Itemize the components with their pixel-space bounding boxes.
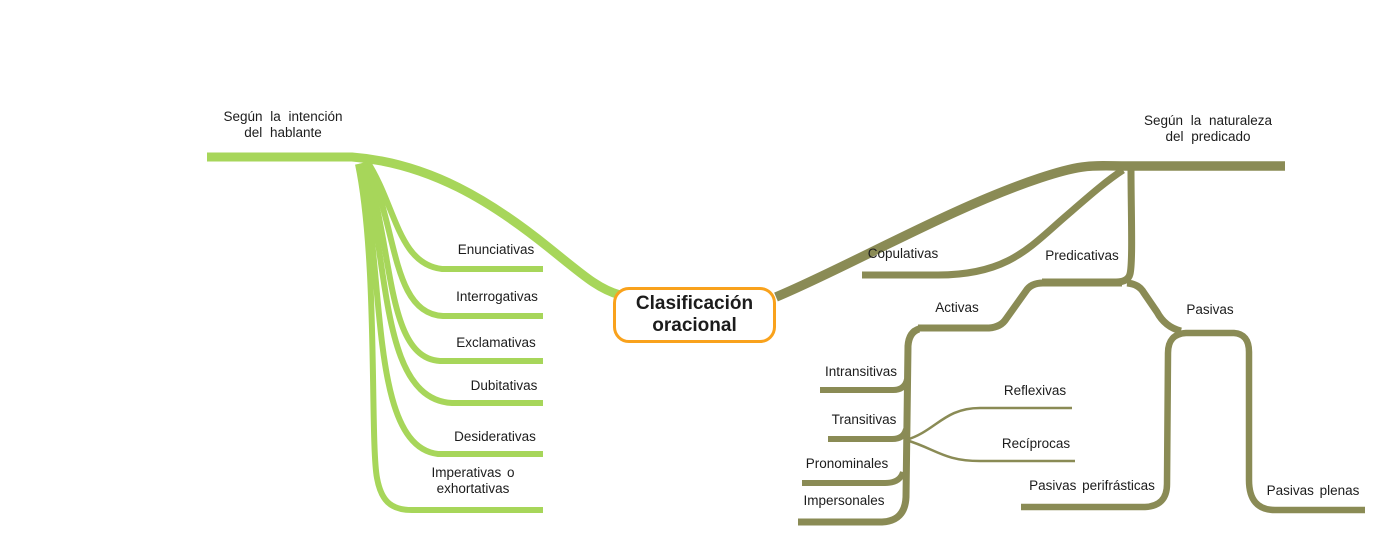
central-node-title-line1: Clasificación: [635, 293, 754, 314]
central-node: Clasificación oracional: [613, 287, 776, 343]
branch-dubitativas: [359, 162, 543, 406]
label-intransitivas: Intransitivas: [824, 364, 898, 379]
label-reflexivas: Reflexivas: [1003, 383, 1067, 398]
branch-transitivas: [828, 428, 909, 442]
label-reciprocas: Recíprocas: [1001, 436, 1071, 451]
label-impersonales: Impersonales: [803, 493, 885, 508]
branch-interrogativas: [363, 160, 543, 319]
label-left-header-line1: Según la intención: [223, 109, 343, 124]
branch-reciprocas: [905, 438, 1075, 463]
label-exclamativas: Exclamativas: [456, 335, 536, 350]
label-right-header-line2: del predicado: [1165, 129, 1251, 144]
label-enunciativas: Enunciativas: [457, 242, 535, 257]
branch-activas-elbow: [918, 279, 1122, 332]
label-imperativas-line1: Imperativas o: [431, 465, 515, 480]
label-dubitativas: Dubitativas: [470, 378, 538, 393]
branch-exclamativas: [361, 161, 543, 364]
branch-activas-trunk: [798, 325, 921, 526]
label-interrogativas: Interrogativas: [456, 289, 538, 304]
label-pronominales: Pronominales: [805, 456, 889, 471]
label-imperativas: Imperativas o exhortativas: [431, 465, 514, 497]
branch-enunciativas: [364, 159, 543, 272]
label-predicativas: Predicativas: [1045, 248, 1119, 263]
label-desiderativas: Desiderativas: [454, 429, 536, 444]
branch-copulativas: [862, 167, 1125, 279]
label-left-header: Según la intención del hablante: [223, 109, 342, 141]
branch-imperativas: [355, 163, 543, 513]
label-right-header: Según la naturaleza del predicado: [1144, 113, 1272, 145]
branch-left-main: [207, 152, 622, 300]
central-node-title-line2: oracional: [652, 315, 737, 336]
label-imperativas-line2: exhortativas: [436, 481, 510, 496]
label-right-header-line1: Según la naturaleza: [1143, 113, 1273, 128]
label-pasivas: Pasivas: [1186, 302, 1234, 317]
branch-reflexivas: [905, 406, 1072, 442]
label-pasivas-plenas: Pasivas plenas: [1266, 483, 1360, 498]
branch-pasivas-slope: [1126, 279, 1182, 335]
label-transitivas: Transitivas: [831, 412, 897, 427]
branch-intransitivas: [820, 378, 910, 393]
branch-desiderativas: [357, 163, 543, 457]
label-pasivas-perifrasticas: Pasivas perifrásticas: [1029, 478, 1155, 493]
branch-right-main: [774, 161, 1285, 302]
label-left-header-line2: del hablante: [244, 125, 322, 140]
branch-pronominales: [802, 470, 906, 486]
label-copulativas: Copulativas: [867, 246, 939, 261]
label-activas: Activas: [935, 300, 979, 315]
branch-pasivas-shape: [1021, 329, 1365, 514]
